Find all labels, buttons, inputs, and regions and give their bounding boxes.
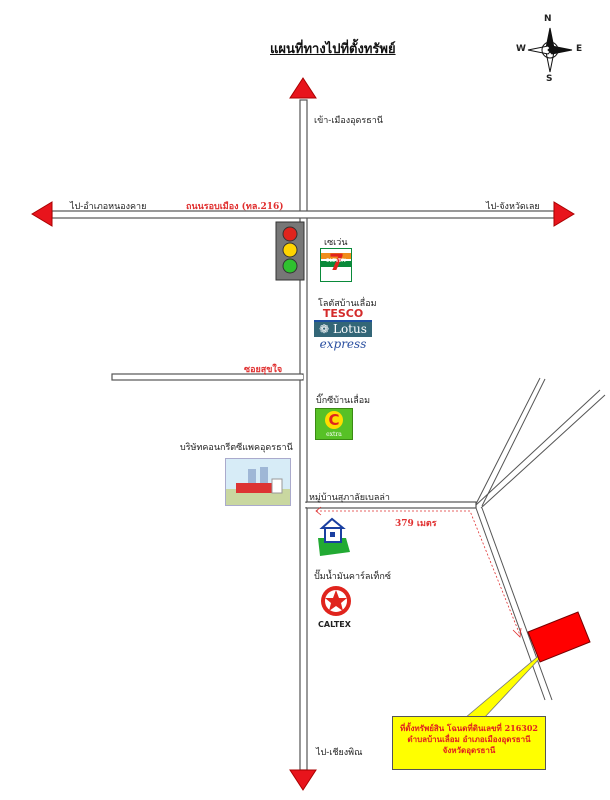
property-callout: ที่ตั้งทรัพย์สิน โฉนดที่ดินเลขที่ 216302… — [392, 716, 546, 770]
compass-north: N — [544, 14, 552, 24]
lotus-flower-icon: ❁ — [319, 322, 333, 336]
compass-east: E — [576, 44, 583, 54]
north-south-road — [299, 99, 308, 771]
caltex-logo-text: CALTEX — [318, 620, 351, 629]
arrows — [31, 77, 575, 791]
house-icon — [318, 517, 350, 556]
bigc-logo: C extra — [315, 408, 353, 440]
property-marker — [527, 611, 591, 663]
distance-path — [316, 510, 521, 636]
compass-south: S — [546, 74, 553, 84]
road-label-south: ไป-เชียงพิณ — [316, 748, 363, 758]
compass-west: W — [516, 44, 526, 54]
village-label: หมู่บ้านสุภาลัยเบลล่า — [309, 493, 390, 503]
tesco-lotus-logo: TESCO ❁ Lotus express — [314, 308, 372, 352]
road-label-north: เข้า-เมืองอุดรธานี — [314, 116, 383, 126]
compass-icon — [527, 27, 573, 73]
main-road-label: ถนนรอบเมือง (ทล.216) — [186, 202, 284, 212]
page-title: แผนที่ทางไปที่ตั้งทรัพย์ — [270, 42, 396, 57]
bigc-c: C — [325, 411, 343, 429]
caltex-logo — [321, 586, 351, 616]
road-label-west: ไป-อำเภอหนองคาย — [70, 202, 147, 212]
property-line3: จังหวัดอุดรธานี — [442, 745, 496, 755]
seven-eleven-logo: 7 ELEVEN — [320, 248, 352, 282]
tesco-text: TESCO — [314, 308, 372, 322]
right-roads — [475, 377, 606, 701]
road-label-east: ไป-จังหวัดเลย — [486, 202, 540, 212]
concrete-label: บริษัทคอนกรีตซีแพคอุดรธานี — [180, 443, 293, 453]
bigc-label: บิ๊กซีบ้านเลื่อม — [316, 396, 371, 406]
seven-eleven-label: เซเว่น — [324, 238, 348, 248]
express-text: express — [319, 337, 367, 351]
traffic-light-icon — [275, 221, 305, 281]
bigc-sub: extra — [326, 431, 342, 438]
lotus-text: Lotus — [332, 322, 367, 336]
lotus-label: โลตัสบ้านเลื่อม — [318, 299, 377, 309]
arrow-north — [289, 77, 317, 99]
arrow-east — [553, 201, 575, 227]
soi-label: ซอยสุขใจ — [244, 365, 283, 375]
concrete-plant-image — [225, 458, 291, 506]
property-line1: ที่ตั้งทรัพย์สิน โฉนดที่ดินเลขที่ 216302 — [400, 723, 538, 733]
distance-label: 379 เมตร — [395, 519, 437, 529]
arrow-south — [289, 769, 317, 791]
property-line2: ตำบลบ้านเลื่อม อำเภอเมืองอุดรธานี — [407, 734, 531, 744]
arrow-west — [31, 201, 53, 227]
seven-logo-text: ELEVEN — [326, 258, 346, 264]
caltex-station-label: ปั๊มน้ำมันคาร์ลเท็กซ์ — [314, 572, 391, 582]
